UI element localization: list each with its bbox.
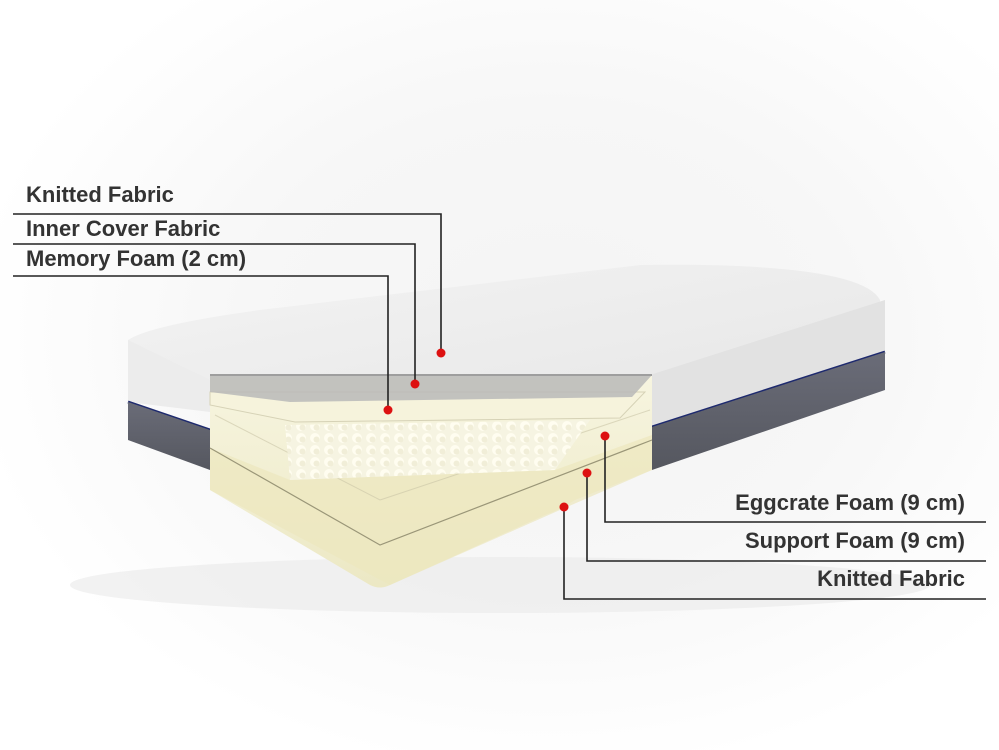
mattress-side-left (128, 402, 210, 470)
dot-inner-cover (410, 379, 420, 389)
label-memory-foam: Memory Foam (2 cm) (26, 246, 247, 271)
dot-memory-foam (383, 405, 393, 415)
dot-knitted-fabric-top (436, 348, 446, 358)
label-inner-cover-fabric: Inner Cover Fabric (26, 216, 221, 241)
leader-lines-left (13, 213, 442, 410)
label-support-foam: Support Foam (9 cm) (744, 528, 965, 553)
callout-dots (383, 348, 610, 512)
eggcrate-texture (285, 420, 590, 480)
mattress-side-right (652, 352, 885, 470)
label-knitted-fabric-top: Knitted Fabric (26, 182, 174, 207)
dot-eggcrate-foam (600, 431, 610, 441)
inner-cover-layer (210, 375, 652, 402)
label-knitted-fabric-bottom: Knitted Fabric (817, 566, 965, 591)
dot-support-foam (582, 468, 592, 478)
dot-knitted-fabric-bottom (559, 502, 569, 512)
label-eggcrate-foam: Eggcrate Foam (9 cm) (735, 490, 965, 515)
leader-lines-right (563, 436, 986, 600)
